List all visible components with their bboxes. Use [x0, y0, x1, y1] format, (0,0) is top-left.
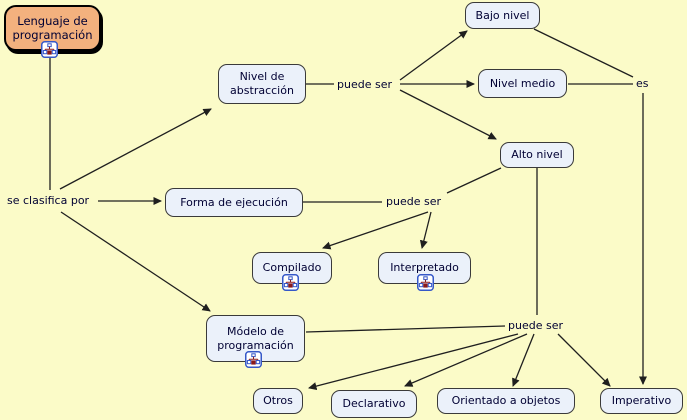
concept-alto-nivel[interactable]: Alto nivel [500, 142, 574, 168]
concept-nivel-medio[interactable]: Nivel medio [478, 69, 567, 98]
link-puede-ser-modelo[interactable]: puede ser [508, 319, 563, 332]
resource-icon[interactable] [245, 351, 262, 368]
concept-orientado-a-objetos[interactable]: Orientado a objetos [437, 388, 575, 414]
resource-icon[interactable] [282, 274, 299, 291]
link-es[interactable]: es [636, 77, 649, 90]
concept-bajo-nivel[interactable]: Bajo nivel [465, 2, 540, 29]
concept-otros[interactable]: Otros [253, 388, 303, 414]
resource-icon[interactable] [417, 274, 434, 291]
concept-imperativo[interactable]: Imperativo [600, 388, 683, 414]
link-puede-ser-abstraccion[interactable]: puede ser [337, 78, 392, 91]
concept-compilado[interactable]: Compilado [252, 252, 332, 284]
link-se-clasifica-por[interactable]: se clasifica por [7, 194, 90, 207]
resource-icon[interactable] [41, 41, 58, 58]
concept-nivel-de-abstraccion[interactable]: Nivel de abstracción [218, 64, 306, 104]
concept-declarativo[interactable]: Declarativo [331, 390, 417, 418]
link-puede-ser-ejecucion[interactable]: puede ser [386, 195, 441, 208]
concept-forma-de-ejecucion[interactable]: Forma de ejecución [165, 188, 303, 217]
